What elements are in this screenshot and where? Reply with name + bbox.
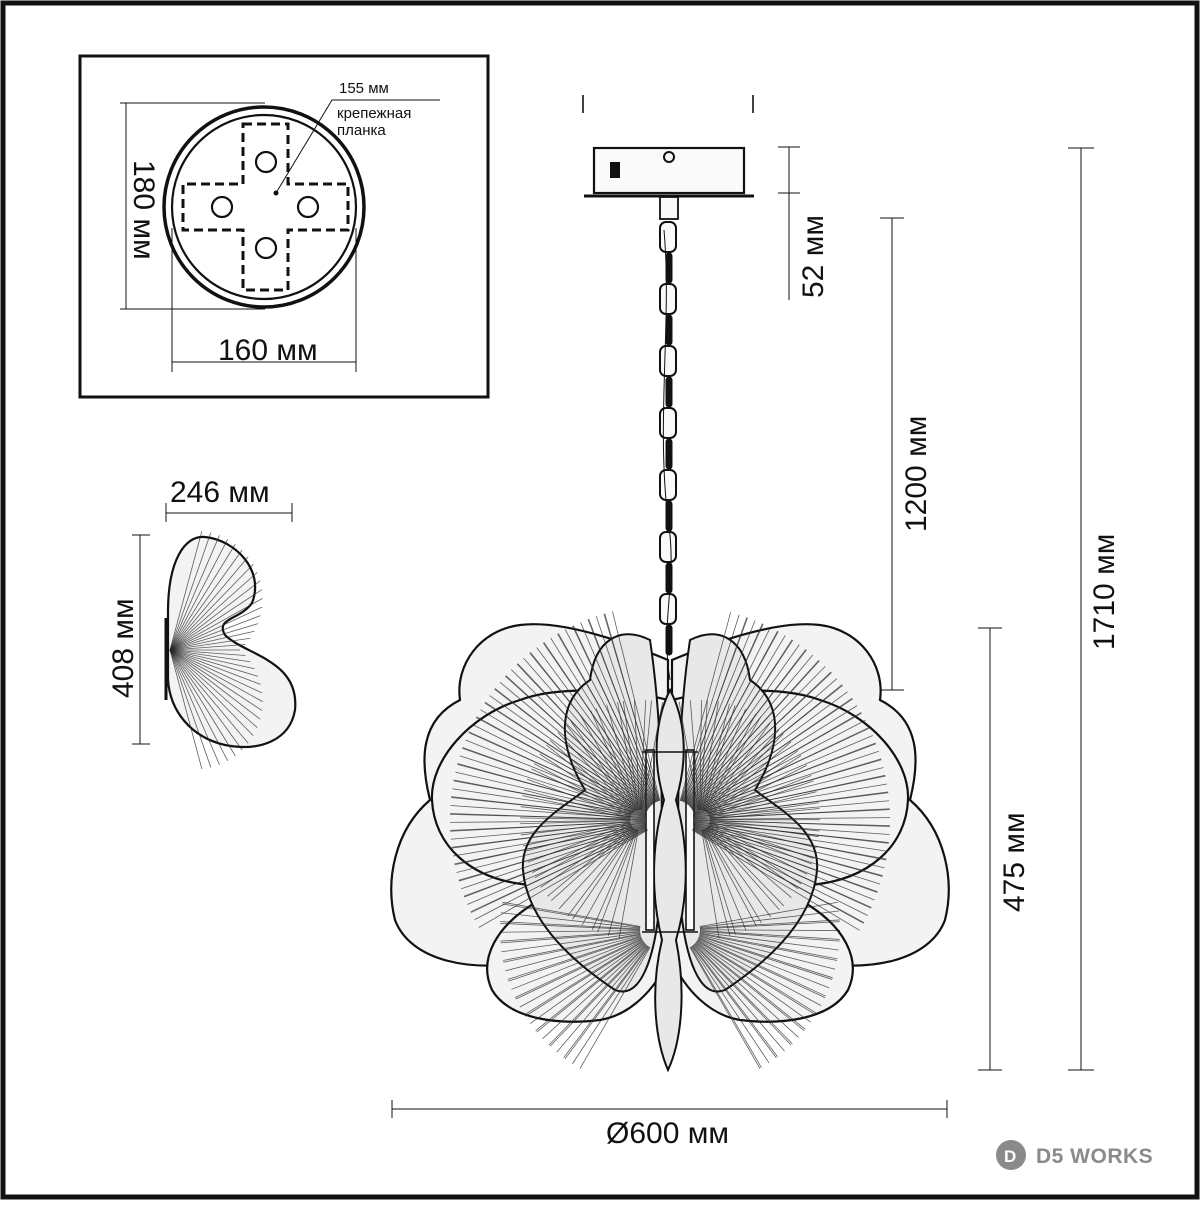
brand-watermark: D D5 WORKS [996,1140,1153,1170]
chain-connector [660,197,678,219]
canopy-switch [610,162,620,178]
canopy-height-label: 52 мм [797,215,830,298]
mount-hole-right [298,197,318,217]
canopy-outer-circle [164,107,364,307]
mount-height-label: 180 мм [127,160,160,260]
suspension-chain [660,222,676,680]
diameter-label: Ø600 мм [606,1117,729,1150]
brand-name: D5 WORKS [1036,1145,1153,1168]
chain-link [660,532,676,562]
total-height-label: 1710 мм [1088,534,1121,650]
pendant-view: 52 мм 1200 мм 475 мм 1710 мм Ø600 мм [391,95,1121,1150]
chain-link [660,470,676,500]
chain-link [660,222,676,252]
chain-link [660,408,676,438]
plate-size-label: 155 мм [339,80,389,97]
plate-name-line1: крепежная [337,105,411,122]
chain-link [660,284,676,314]
plate-name-line2: планка [337,122,386,139]
canopy-inner-circle [172,115,356,299]
chain-link [666,377,672,407]
mount-width-label: 160 мм [218,334,318,367]
mounting-plate-outline [183,124,348,290]
chain-link [666,253,672,283]
chain-link [660,346,676,376]
body-height-label: 475 мм [998,812,1031,912]
shade-width-label: 246 мм [170,476,270,509]
mount-view: 155 мм крепежная планка 160 мм 180 мм [80,56,488,397]
central-twisted-leaf [654,690,686,1070]
chain-link [666,315,672,345]
chain-link [666,439,672,469]
mount-hole-top [256,152,276,172]
flower-shade-cluster [391,612,948,1070]
chain-length-label: 1200 мм [900,416,933,532]
mount-hole-bottom [256,238,276,258]
mount-hole-left [212,197,232,217]
brand-logo-letter: D [1004,1147,1016,1166]
shade-view: 246 мм 408 мм [107,476,295,769]
shade-height-label: 408 мм [107,598,140,698]
